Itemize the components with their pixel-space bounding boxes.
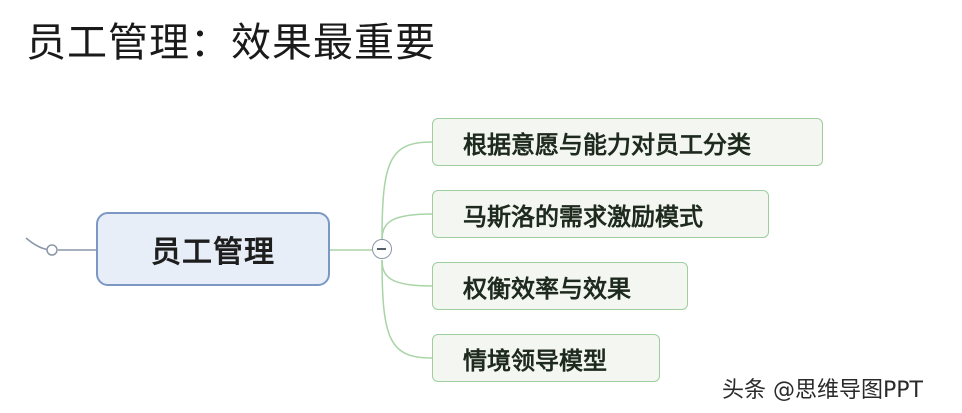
watermark: 头条 @思维导图PPT [722,378,923,403]
branch-node-label: 权衡效率与效果 [463,274,631,303]
branch-node-efficiency-effectiveness[interactable]: 权衡效率与效果 [432,262,688,310]
branch-node-label: 情境领导模型 [463,346,607,375]
minus-circle-icon[interactable] [372,239,392,259]
branch-connector-4 [381,259,433,359]
branch-connector-2 [381,213,433,241]
page-title: 员工管理：效果最重要 [26,20,436,66]
branch-node-situational-leadership[interactable]: 情境领导模型 [432,334,660,382]
branch-connector-3 [381,259,433,287]
branch-node-maslow-motivation[interactable]: 马斯洛的需求激励模式 [432,190,769,238]
branch-node-employee-classification[interactable]: 根据意愿与能力对员工分类 [432,118,823,166]
branch-connector-1 [381,141,433,241]
central-topic-label: 员工管理 [151,235,275,270]
circle-handle-icon[interactable] [46,244,58,256]
branch-node-label: 马斯洛的需求激励模式 [463,202,703,231]
central-topic[interactable]: 员工管理 [96,212,330,286]
branch-node-label: 根据意愿与能力对员工分类 [463,130,751,159]
